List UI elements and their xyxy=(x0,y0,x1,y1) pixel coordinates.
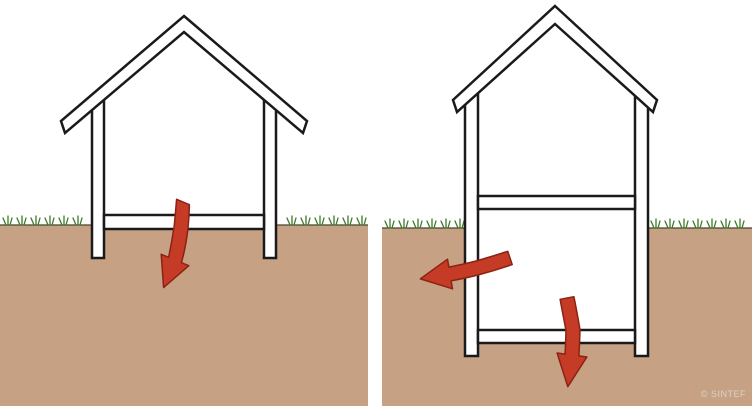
roof xyxy=(59,14,309,136)
heat-flow-arrow-left-through-basement-wall xyxy=(419,250,513,290)
heat-flow-arrow-down-through-floor xyxy=(160,198,191,289)
house-cross-section xyxy=(451,4,659,358)
left-wall xyxy=(90,94,106,260)
panel-slab-on-ground-house xyxy=(0,14,368,406)
sintef-credit: © SINTEF xyxy=(701,389,746,399)
right-wall xyxy=(633,91,650,358)
right-wall xyxy=(262,94,278,260)
heat-flow-arrow-down-through-basement-floor xyxy=(556,295,588,388)
left-wall xyxy=(463,91,480,358)
grass-tufts xyxy=(2,215,367,226)
basement-floor-slab xyxy=(476,328,637,345)
roof xyxy=(451,4,659,115)
heat-flow-arrows xyxy=(419,250,588,388)
intermediate-floor xyxy=(476,194,637,211)
heat-flow-arrows xyxy=(160,198,191,289)
house-interior-basement-fill xyxy=(465,110,648,343)
panel-house-with-basement: © SINTEF xyxy=(382,4,752,406)
grass-tufts xyxy=(384,218,745,229)
